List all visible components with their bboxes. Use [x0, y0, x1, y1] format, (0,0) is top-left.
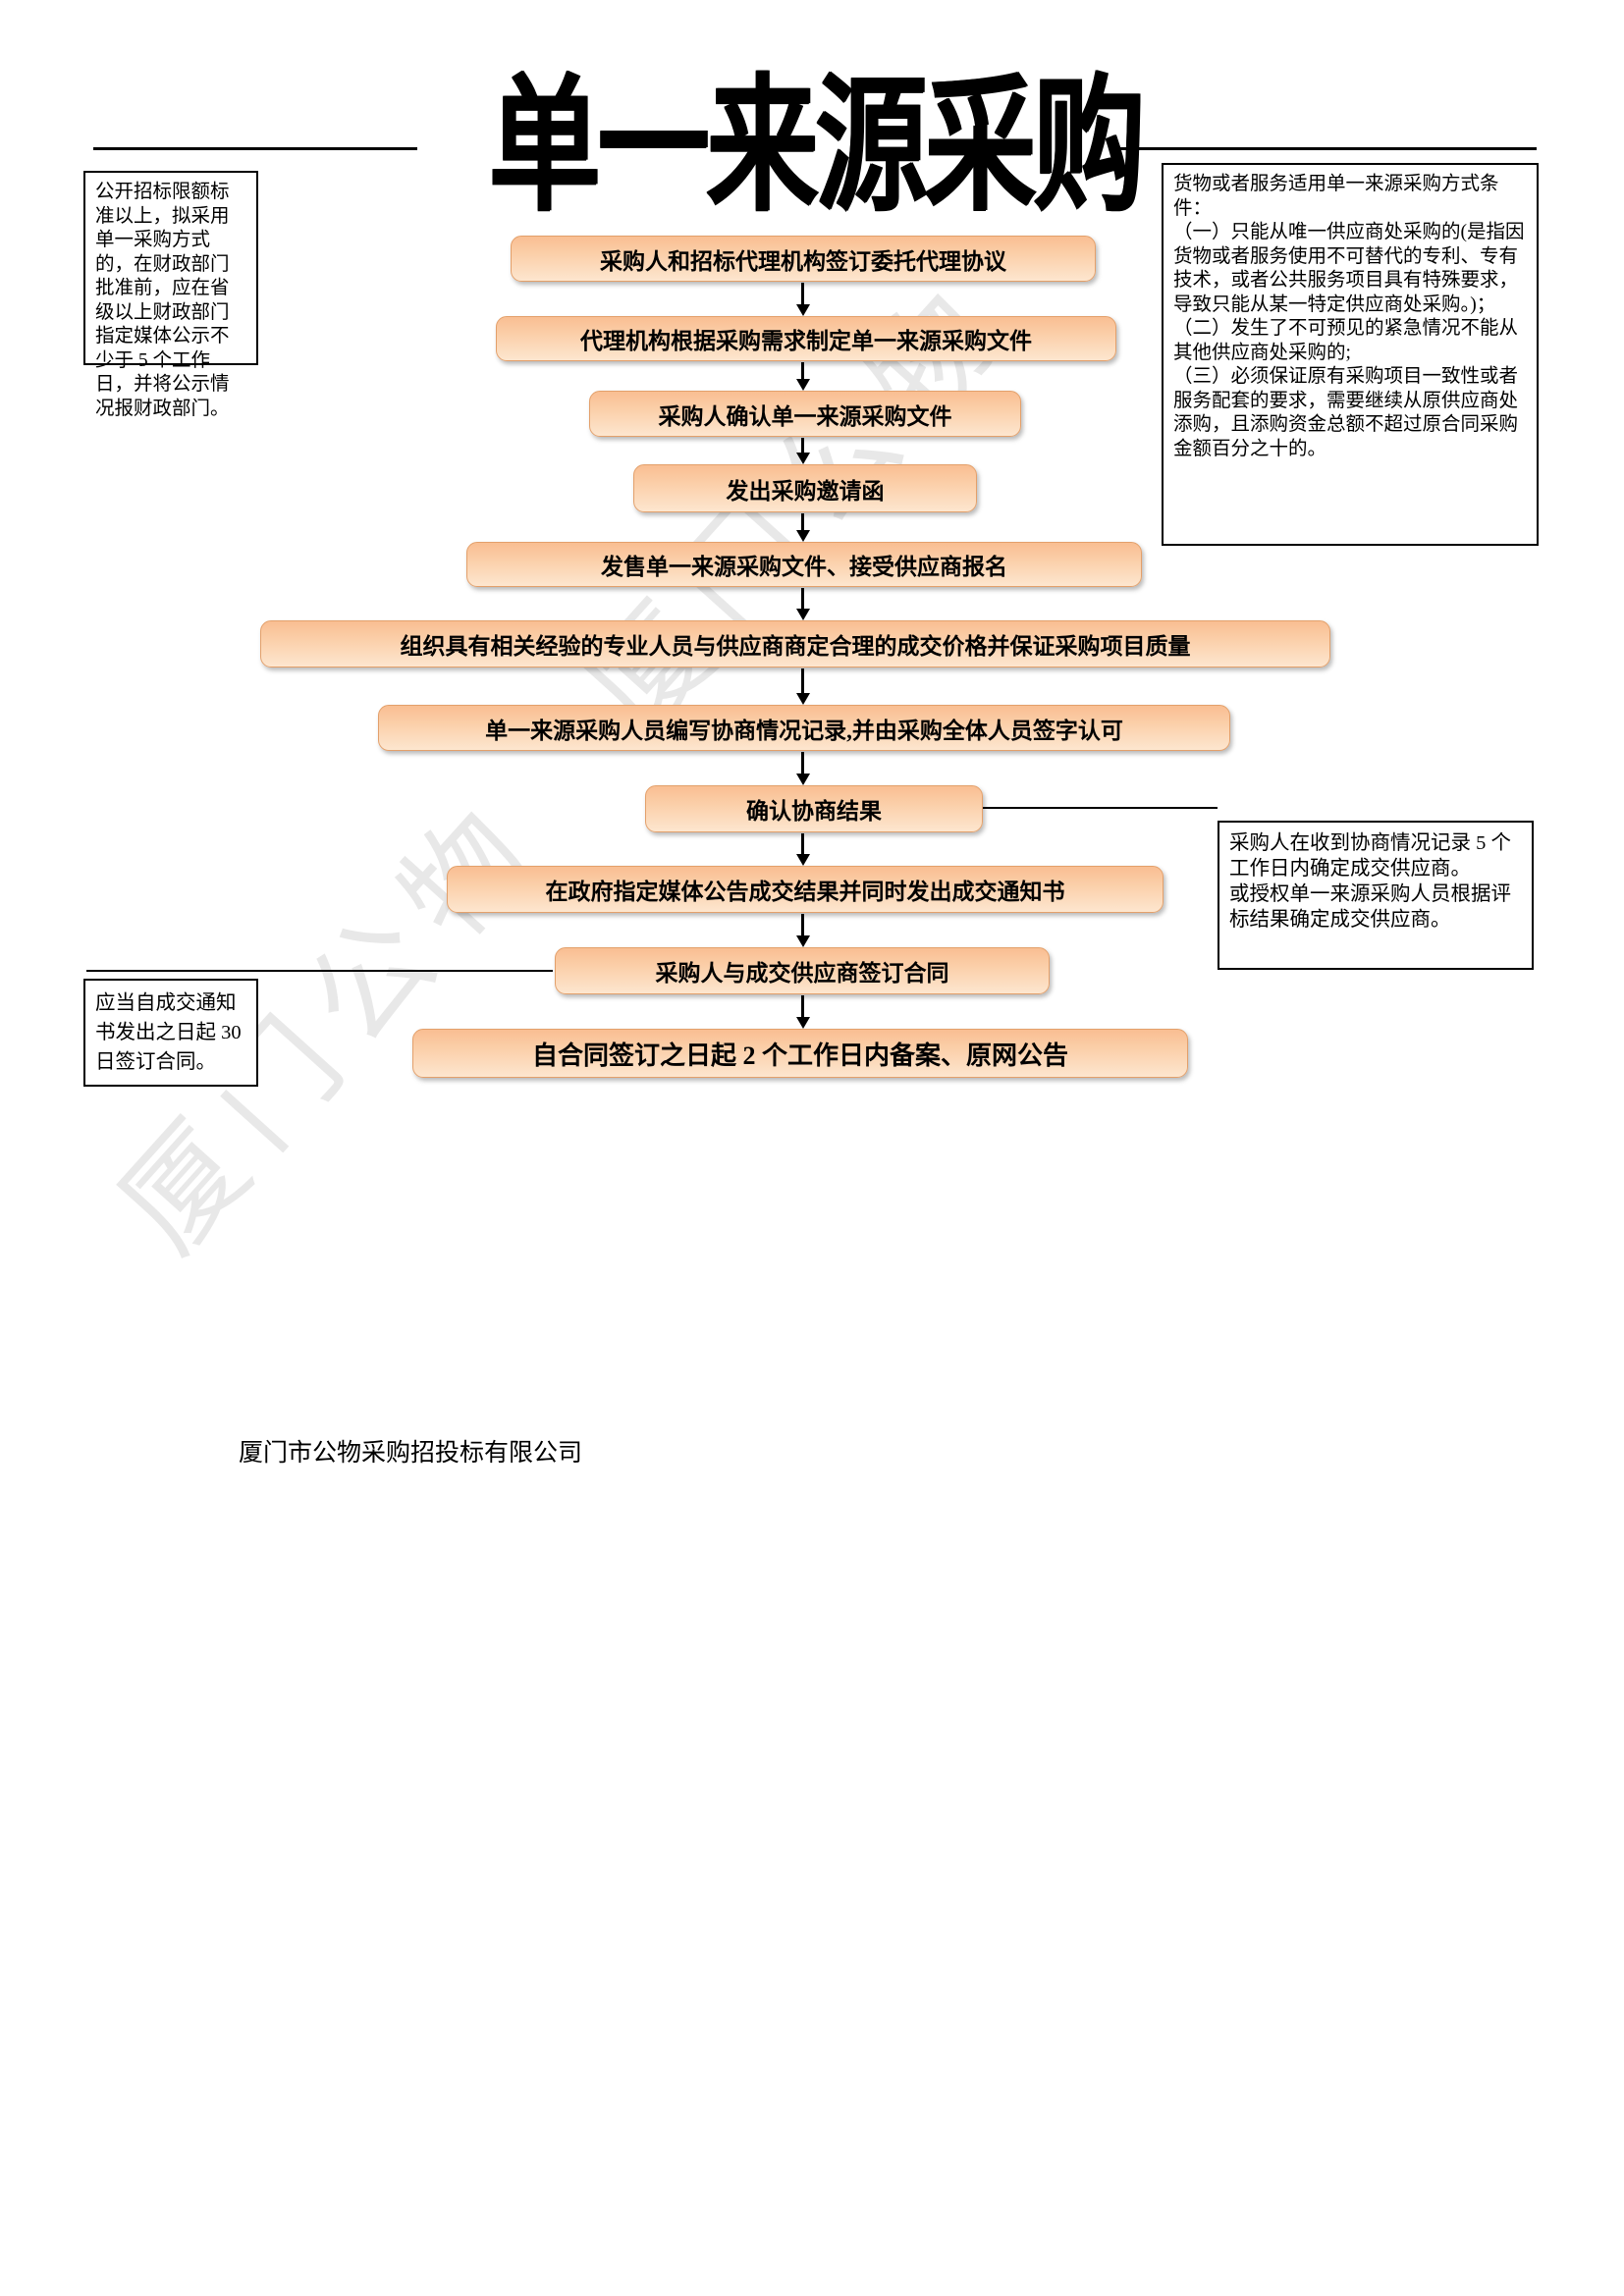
note-applicable-conditions: 货物或者服务适用单一来源采购方式条件： （一）只能从唯一供应商处采购的(是指因货…	[1162, 163, 1539, 546]
title-rule-right	[1119, 147, 1537, 150]
flow-step-11-file-record-announce: 自合同签订之日起 2 个工作日内备案、原网公告	[412, 1029, 1188, 1078]
note-confirm-supplier-rule: 采购人在收到协商情况记录 5 个工作日内确定成交供应商。 或授权单一来源采购人员…	[1218, 821, 1534, 970]
arrow-2-3-icon	[801, 362, 804, 379]
arrow-6-7-icon	[801, 668, 804, 693]
flow-step-5-sell-documents-accept-registration: 发售单一来源采购文件、接受供应商报名	[466, 542, 1142, 587]
flow-step-1-sign-agency-agreement: 采购人和招标代理机构签订委托代理协议	[511, 236, 1096, 282]
company-name: 厦门市公物采购招投标有限公司	[239, 1440, 583, 1467]
connector-step8-to-note	[982, 807, 1218, 809]
title-rule-left	[93, 147, 417, 150]
flow-step-9-announce-result: 在政府指定媒体公告成交结果并同时发出成交通知书	[447, 866, 1164, 913]
arrow-8-9-icon	[801, 833, 804, 854]
arrow-10-11-icon	[801, 995, 804, 1017]
arrow-7-8-icon	[801, 752, 804, 774]
flow-step-7-write-negotiation-record: 单一来源采购人员编写协商情况记录,并由采购全体人员签字认可	[378, 705, 1230, 751]
flow-step-2-prepare-documents: 代理机构根据采购需求制定单一来源采购文件	[496, 316, 1116, 361]
note-public-notice-requirement: 公开招标限额标准以上，拟采用单一采购方式的，在财政部门批准前，应在省级以上财政部…	[83, 171, 258, 419]
flow-step-6-negotiate-price: 组织具有相关经验的专业人员与供应商商定合理的成交价格并保证采购项目质量	[260, 620, 1330, 667]
arrow-3-4-icon	[801, 438, 804, 453]
flow-step-4-send-invitation: 发出采购邀请函	[633, 464, 977, 512]
arrow-4-5-icon	[801, 513, 804, 530]
connector-note-to-step10	[86, 970, 553, 972]
page-title: 单一来源采购	[488, 65, 1145, 229]
flow-step-3-confirm-documents: 采购人确认单一来源采购文件	[589, 391, 1021, 437]
arrow-9-10-icon	[801, 914, 804, 935]
arrow-5-6-icon	[801, 588, 804, 609]
flow-step-10-sign-contract: 采购人与成交供应商签订合同	[555, 947, 1050, 994]
note-contract-30-days-rule: 应当自成交通知书发出之日起 30 日签订合同。	[83, 979, 258, 1087]
arrow-1-2-icon	[801, 283, 804, 304]
flow-step-8-confirm-negotiation-result: 确认协商结果	[645, 785, 983, 832]
